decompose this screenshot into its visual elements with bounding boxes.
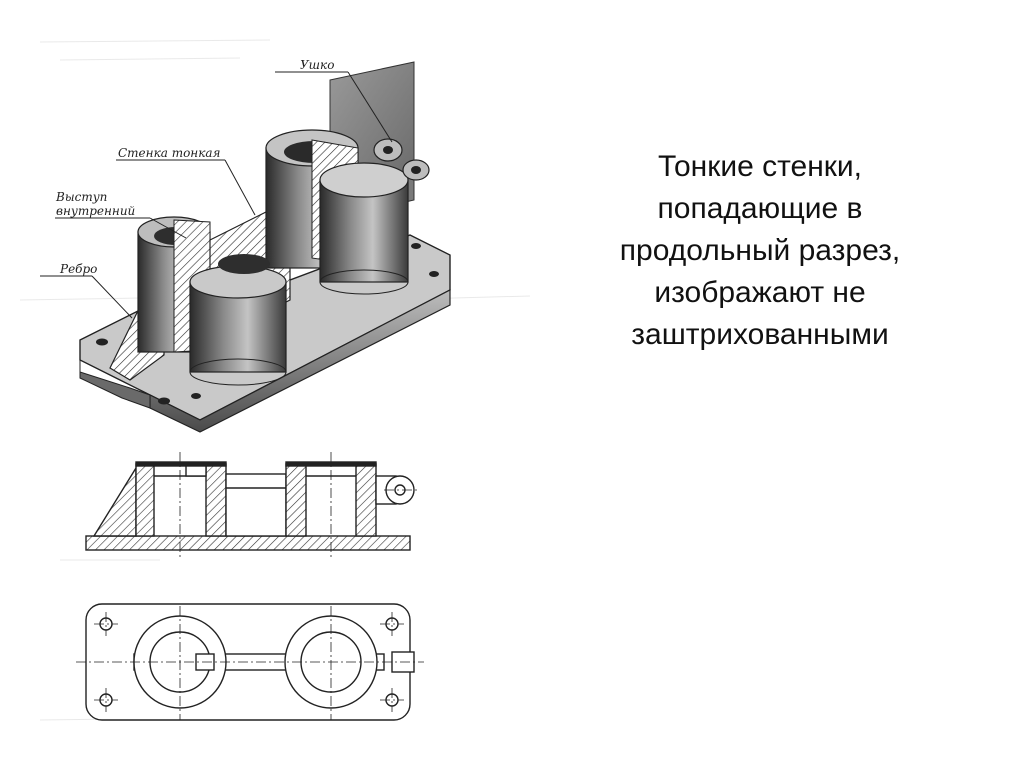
isometric-view [40, 61, 451, 433]
caption-line-1: Тонкие стенки, [657, 150, 862, 183]
label-thin-wall: Стенка тонкая [118, 146, 221, 160]
drawing-svg [19, 39, 531, 721]
caption-line-4: изображают не [654, 276, 866, 309]
top-view [76, 603, 424, 721]
slide-caption: Тонкие стенки, попадающие в продольный р… [560, 146, 960, 356]
label-rib: Ребро [60, 262, 98, 276]
caption-line-3: продольный разрез, [619, 234, 901, 267]
caption-line-2: попадающие в [657, 192, 863, 225]
label-inner-ledge-line1: Выступ [56, 190, 108, 204]
caption-line-5: заштрихованными [631, 318, 889, 351]
label-inner-ledge-line2: внутренний [56, 204, 136, 218]
front-section-view [85, 452, 420, 560]
label-ear: Ушко [300, 58, 335, 72]
technical-drawing: Ушко Стенка тонкая Выступ внутренний Реб… [19, 39, 531, 721]
